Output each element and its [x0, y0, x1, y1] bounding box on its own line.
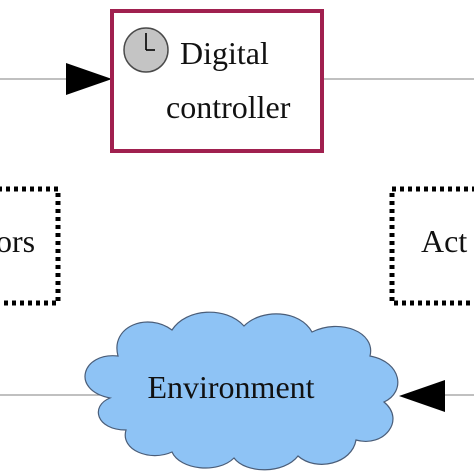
- controller-label-line1: Digital: [180, 35, 269, 71]
- actuators-label: Act: [421, 223, 467, 259]
- sensors-label: ors: [0, 223, 35, 259]
- actuators-node[interactable]: Act: [389, 186, 474, 306]
- environment-label: Environment: [147, 369, 314, 405]
- sensors-box: [0, 186, 61, 306]
- actuators-box: [389, 186, 474, 306]
- environment-node[interactable]: Environment: [84, 311, 399, 471]
- digital-controller-node[interactable]: Digital controller: [110, 9, 324, 153]
- arrowhead-to-environment: [399, 380, 445, 412]
- sensors-node[interactable]: ors: [0, 186, 61, 306]
- environment-cloud: [84, 311, 399, 471]
- controller-label-line2: controller: [166, 89, 291, 125]
- arrowhead-to-controller: [66, 63, 112, 95]
- clock-icon: [123, 27, 169, 73]
